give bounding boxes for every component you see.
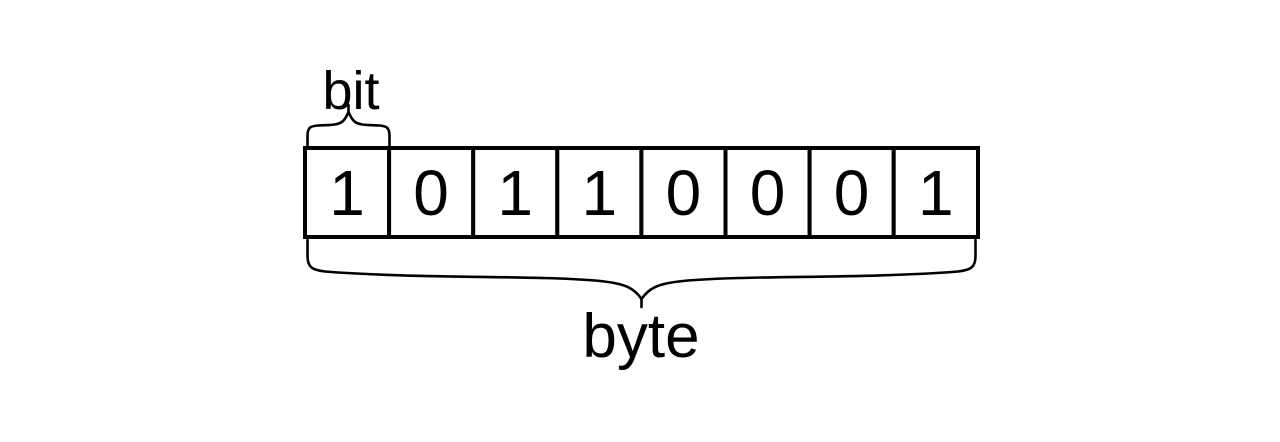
byte-cells — [303, 146, 981, 239]
bit-value: 0 — [750, 157, 786, 229]
bit-value: 0 — [413, 157, 449, 229]
bit-cell[interactable] — [471, 146, 560, 239]
byte-brace — [306, 238, 977, 301]
bit-value: 1 — [329, 157, 365, 229]
bit-value: 1 — [582, 157, 618, 229]
bit-cell[interactable] — [807, 146, 896, 239]
bit-value: 1 — [497, 157, 533, 229]
byte-label: byte — [582, 302, 699, 371]
bit-label: bit — [322, 61, 379, 121]
bit-cell[interactable] — [555, 146, 644, 239]
bit-cell[interactable] — [723, 146, 812, 239]
bit-value: 1 — [918, 157, 954, 229]
bit-cell[interactable] — [891, 146, 981, 239]
bit-values: 1 0 1 1 0 0 0 1 — [329, 157, 953, 229]
bit-value: 0 — [834, 157, 870, 229]
bit-value: 0 — [666, 157, 702, 229]
